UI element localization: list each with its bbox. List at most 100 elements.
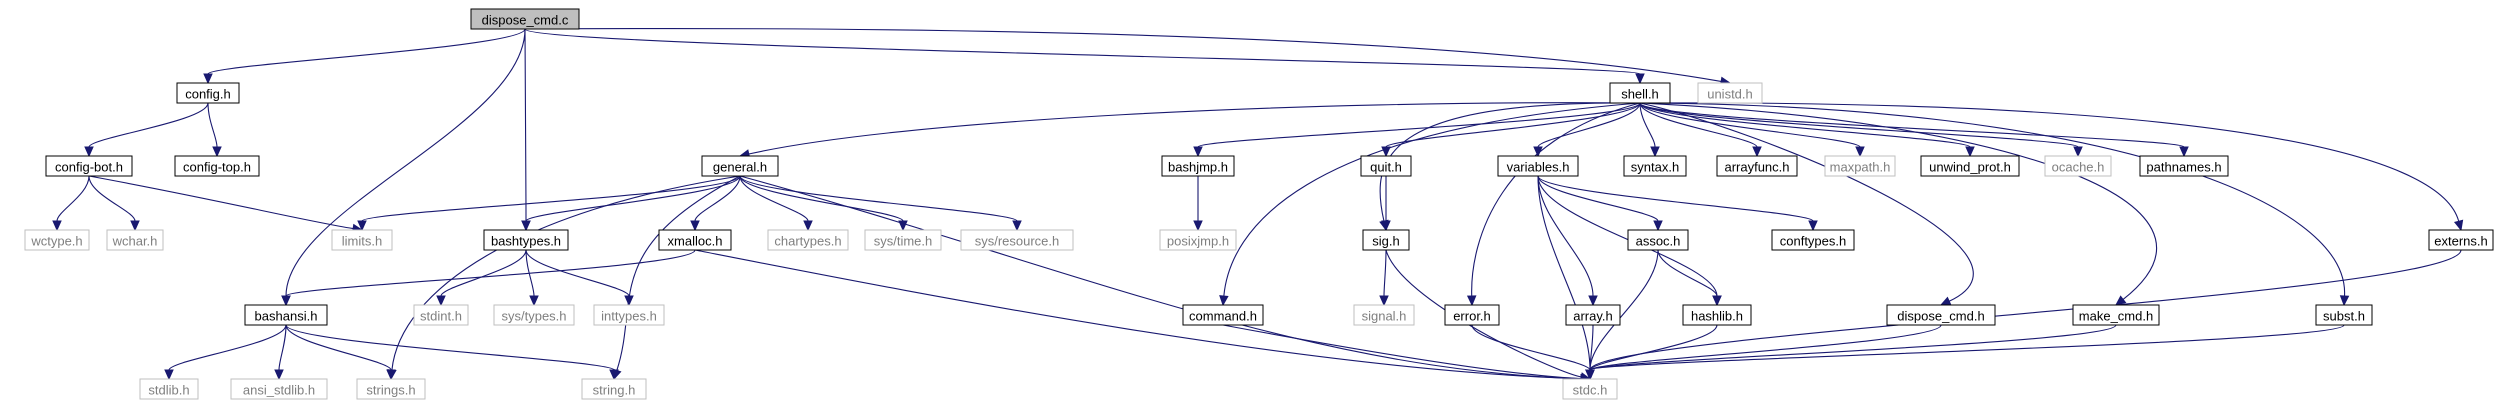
node-label: strings.h [366, 383, 415, 398]
node-externs-h[interactable]: externs.h [2428, 229, 2494, 251]
node-assoc-h[interactable]: assoc.h [1627, 229, 1689, 251]
node-box [176, 82, 240, 104]
node-syntax-h[interactable]: syntax.h [1623, 155, 1687, 177]
node-box [1565, 304, 1621, 326]
node-label: inttypes.h [601, 309, 657, 324]
node-label: dispose_cmd.h [1897, 309, 1984, 324]
node-box [106, 229, 164, 251]
node-bashansi-h[interactable]: bashansi.h [244, 304, 328, 326]
node-config-top-h[interactable]: config-top.h [174, 155, 260, 177]
node-box [470, 8, 580, 30]
node-label: quit.h [1370, 160, 1402, 175]
node-hashlib-h[interactable]: hashlib.h [1682, 304, 1752, 326]
node-sys-resource-h: sys/resource.h [960, 229, 1074, 251]
node-config-bot-h[interactable]: config-bot.h [45, 155, 133, 177]
node-shell-h[interactable]: shell.h [1609, 82, 1671, 104]
edge-shell-h-to-general-h [738, 102, 1641, 159]
node-label: shell.h [1621, 87, 1659, 102]
edge-variables-h-to-conftypes-h [1537, 175, 1818, 232]
node-box [1362, 229, 1410, 251]
node-box [493, 304, 575, 326]
node-box [1353, 304, 1415, 326]
node-label: wctype.h [30, 234, 82, 249]
edge-bashansi-h-to-stdlib-h [164, 324, 287, 381]
edge-config-h-to-config-top-h [207, 102, 222, 158]
node-box [331, 229, 393, 251]
node-posixjmp-h: posixjmp.h [1159, 229, 1237, 251]
node-label: ansi_stdlib.h [243, 383, 315, 398]
node-subst-h[interactable]: subst.h [2315, 304, 2373, 326]
edge-bashansi-h-to-ansi-stdlib-h [274, 324, 287, 381]
edge-general-h-to-bashtypes-h [521, 175, 741, 232]
node-label: config-top.h [183, 160, 251, 175]
node-box [45, 155, 133, 177]
node-layer: dispose_cmd.c config.h config-top.h config-… [24, 8, 2494, 400]
edge-subst-h-to-stdc-h [1585, 324, 2345, 381]
node-arrayfunc-h[interactable]: arrayfunc.h [1716, 155, 1798, 177]
edge-variables-h-to-array-h [1537, 175, 1598, 307]
node-label: bashjmp.h [1168, 160, 1228, 175]
edge-variables-h-to-stdc-h [1537, 175, 1595, 381]
node-box [1627, 229, 1689, 251]
node-sig-h[interactable]: sig.h [1362, 229, 1410, 251]
node-sys-types-h: sys/types.h [493, 304, 575, 326]
edge-layer [52, 27, 2464, 384]
node-bashjmp-h[interactable]: bashjmp.h [1161, 155, 1235, 177]
edge-error-h-to-stdc-h [1471, 324, 1595, 381]
node-box [2139, 155, 2229, 177]
node-error-h[interactable]: error.h [1444, 304, 1500, 326]
node-label: syntax.h [1631, 160, 1679, 175]
edge-shell-h-to-error-h [1466, 102, 1641, 307]
node-label: dispose_cmd.c [482, 13, 569, 28]
node-dispose-cmd-c[interactable]: dispose_cmd.c [470, 8, 580, 30]
node-quit-h[interactable]: quit.h [1360, 155, 1412, 177]
node-xmalloc-h[interactable]: xmalloc.h [658, 229, 732, 251]
node-box [2044, 155, 2112, 177]
node-label: maxpath.h [1830, 160, 1891, 175]
node-label: sys/types.h [501, 309, 566, 324]
node-array-h[interactable]: array.h [1565, 304, 1621, 326]
edge-dispose-cmd-c-to-bashansi-h [281, 28, 526, 307]
node-label: conftypes.h [1780, 234, 1847, 249]
node-limits-h: limits.h [331, 229, 393, 251]
node-dispose-cmd-h[interactable]: dispose_cmd.h [1886, 304, 1996, 326]
node-unwind-prot-h[interactable]: unwind_prot.h [1920, 155, 2020, 177]
node-box [593, 304, 665, 326]
node-label: config-bot.h [55, 160, 123, 175]
edge-shell-h-to-maxpath-h [1639, 102, 1865, 158]
node-command-h[interactable]: command.h [1182, 304, 1264, 326]
node-label: chartypes.h [774, 234, 841, 249]
edge-assoc-h-to-hashlib-h [1657, 249, 1722, 307]
node-label: externs.h [2434, 234, 2487, 249]
node-box [658, 229, 732, 251]
node-general-h[interactable]: general.h [701, 155, 779, 177]
node-make-cmd-h[interactable]: make_cmd.h [2072, 304, 2160, 326]
node-box [864, 229, 942, 251]
node-box [767, 229, 849, 251]
node-pathnames-h[interactable]: pathnames.h [2139, 155, 2229, 177]
node-box [1161, 155, 1235, 177]
node-signal-h: signal.h [1353, 304, 1415, 326]
node-bashtypes-h[interactable]: bashtypes.h [483, 229, 569, 251]
node-conftypes-h[interactable]: conftypes.h [1771, 229, 1855, 251]
edge-config-bot-h-to-wchar-h [88, 175, 140, 232]
edge-dispose-cmd-h-to-stdc-h [1585, 324, 1942, 381]
edge-shell-h-to-command-h [1219, 102, 1641, 307]
node-box [1716, 155, 1798, 177]
node-label: arrayfunc.h [1724, 160, 1789, 175]
edge-config-h-to-config-bot-h [84, 102, 209, 158]
node-label: error.h [1453, 309, 1491, 324]
node-wctype-h: wctype.h [24, 229, 90, 251]
node-box [174, 155, 260, 177]
node-variables-h[interactable]: variables.h [1497, 155, 1579, 177]
node-maxpath-h: maxpath.h [1824, 155, 1896, 177]
node-stdint-h: stdint.h [413, 304, 469, 326]
node-label: unwind_prot.h [1929, 160, 2011, 175]
node-box [1682, 304, 1752, 326]
node-label: xmalloc.h [668, 234, 723, 249]
edge-general-h-to-sys-time-h [739, 175, 908, 232]
edge-general-h-to-strings-h [387, 175, 741, 381]
node-label: sig.h [1372, 234, 1399, 249]
node-box [413, 304, 469, 326]
node-config-h[interactable]: config.h [176, 82, 240, 104]
